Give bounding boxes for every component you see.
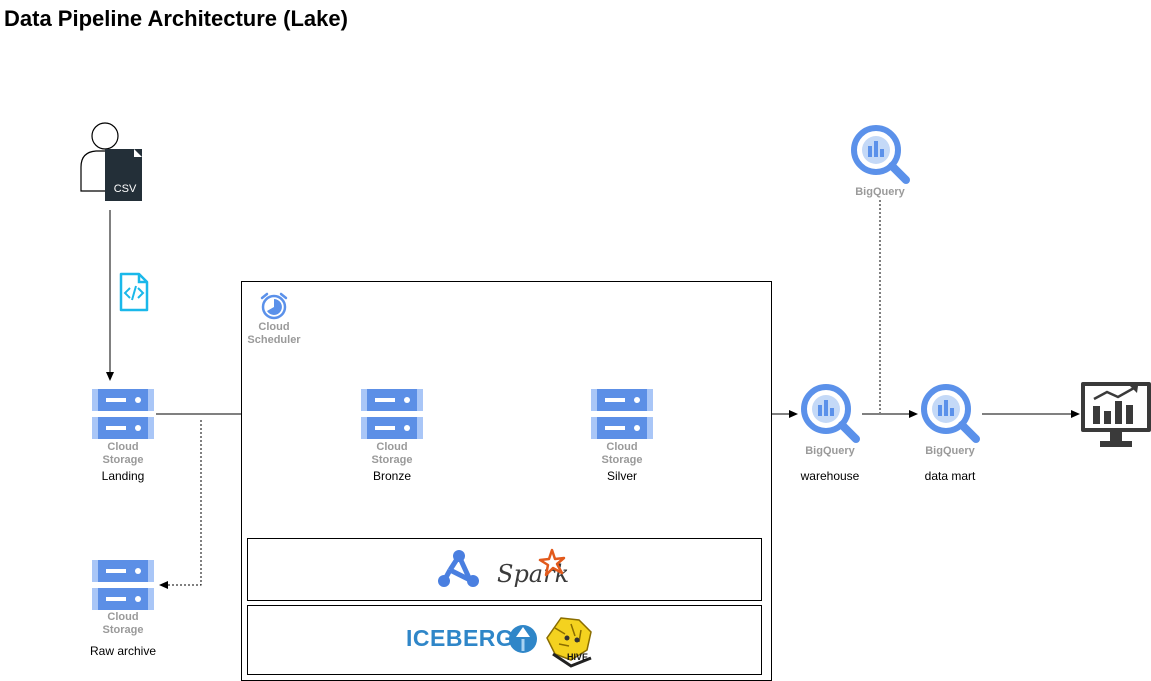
landing-service-label: Cloud Storage	[102, 441, 144, 466]
hive-logo: HIVE	[541, 614, 601, 668]
raw-archive-caption: Raw archive	[89, 644, 157, 658]
dataproc-icon	[436, 548, 482, 595]
datamart-caption: data mart	[924, 469, 976, 483]
silver-storage-icon	[591, 389, 653, 444]
spark-logo: Spark	[497, 548, 573, 590]
landing-storage-icon	[92, 389, 154, 444]
code-file-icon	[119, 272, 149, 317]
datamart-service-label: BigQuery	[925, 445, 975, 457]
csv-badge: CSV	[113, 183, 137, 195]
silver-service-label: Cloud Storage	[601, 441, 643, 466]
warehouse-caption: warehouse	[800, 469, 860, 483]
table-format-box	[247, 605, 762, 675]
iceberg-mark-icon	[509, 625, 537, 653]
processing-box	[247, 538, 762, 601]
iceberg-logo: ICEBERG	[406, 623, 542, 657]
raw-archive-storage-icon	[92, 560, 154, 615]
warehouse-service-label: BigQuery	[805, 445, 855, 457]
bronze-caption: Bronze	[372, 469, 412, 483]
datamart-bigquery-icon	[919, 383, 981, 450]
page-title: Data Pipeline Architecture (Lake)	[4, 6, 348, 31]
spark-star-icon	[538, 548, 566, 577]
bronze-service-label: Cloud Storage	[371, 441, 413, 466]
scheduler-label: Cloud Scheduler	[247, 321, 301, 346]
hive-label: HIVE	[567, 652, 589, 662]
top-bigquery-service-label: BigQuery	[855, 186, 905, 198]
warehouse-bigquery-icon	[799, 383, 861, 450]
iceberg-label: ICEBERG	[406, 625, 515, 651]
raw-archive-service-label: Cloud Storage	[102, 611, 144, 636]
top-bigquery-icon	[849, 124, 911, 191]
landing-caption: Landing	[101, 469, 145, 483]
cloud-scheduler-icon	[258, 291, 290, 326]
user-csv-icon: CSV	[78, 119, 144, 201]
silver-caption: Silver	[606, 469, 637, 483]
dashboard-monitor-icon	[1080, 381, 1151, 454]
bronze-storage-icon	[361, 389, 423, 444]
dotted-arrow-to-raw-archive	[159, 420, 202, 589]
